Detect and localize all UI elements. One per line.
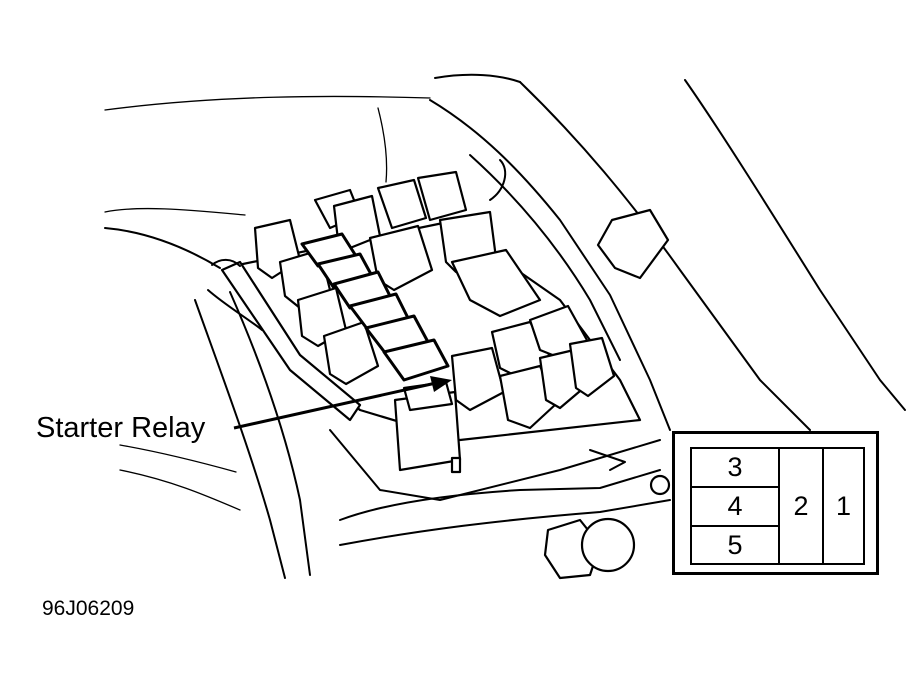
starter-relay-label: Starter Relay (36, 412, 206, 444)
terminal-key: 3 4 5 2 1 (672, 431, 879, 575)
relay-blocks (253, 170, 670, 474)
terminal-cell-2: 2 (778, 447, 824, 565)
terminal-cell-4: 4 (690, 486, 780, 527)
figure-id: 96J06209 (42, 597, 135, 620)
terminal-cell-5: 5 (690, 525, 780, 565)
terminal-cell-1: 1 (822, 447, 865, 565)
bolt-fastener (543, 474, 671, 580)
engine-bay-contours (104, 73, 906, 579)
starter-relay-leader (233, 376, 452, 430)
terminal-cell-3: 3 (690, 447, 780, 488)
